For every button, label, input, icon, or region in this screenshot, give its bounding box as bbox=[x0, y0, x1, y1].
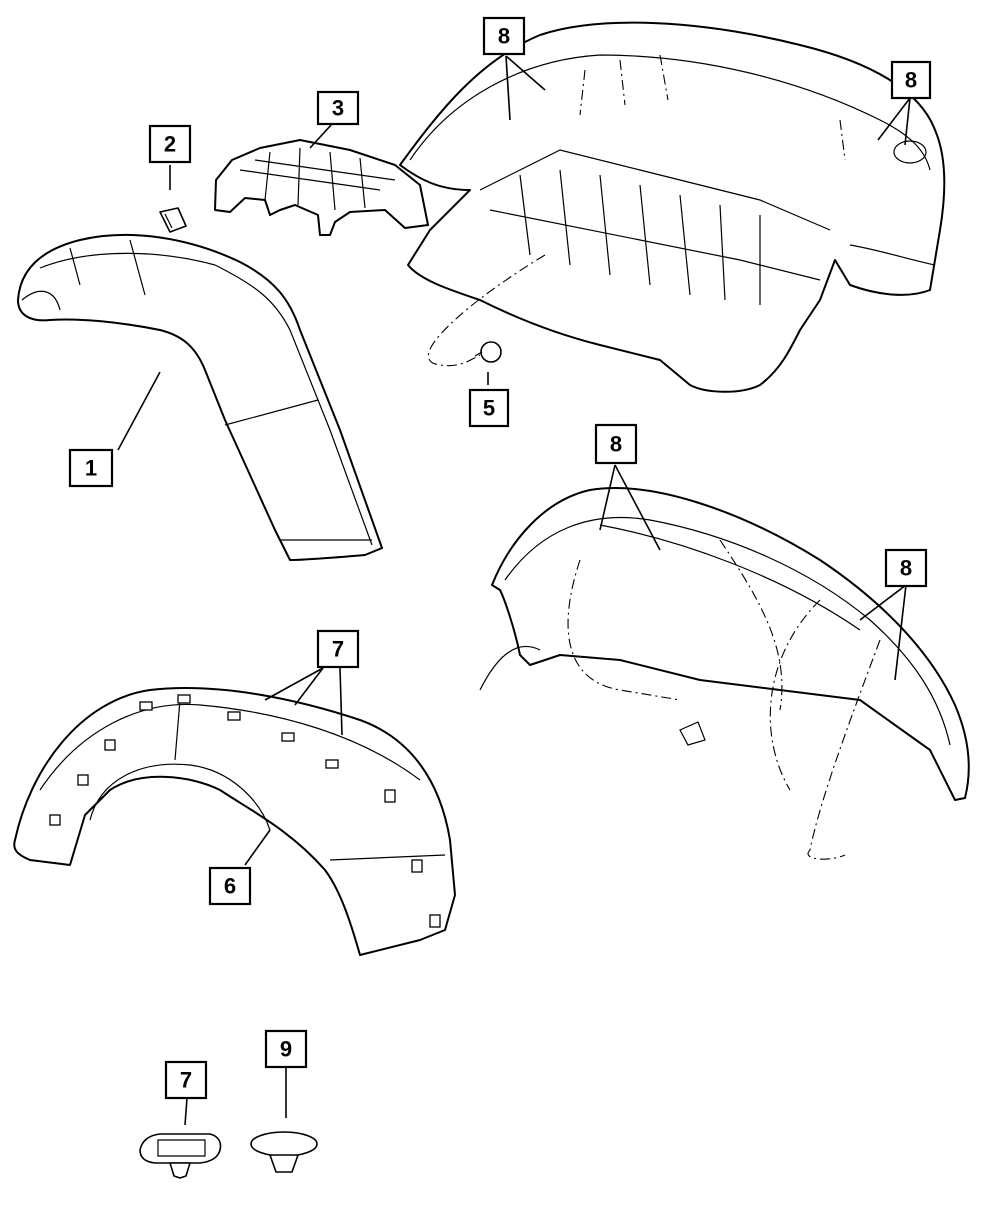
callout-5-label: 5 bbox=[483, 396, 495, 421]
callout-7-top: 7 bbox=[316, 629, 360, 669]
callout-9-label: 9 bbox=[280, 1037, 292, 1062]
callout-6-label: 6 bbox=[224, 874, 236, 899]
callout-1: 1 bbox=[68, 448, 114, 488]
callout-8-front-left: 8 bbox=[482, 16, 526, 56]
callout-2: 2 bbox=[148, 124, 192, 164]
callout-1-label: 1 bbox=[85, 456, 97, 481]
callout-8-front-right: 8 bbox=[890, 60, 932, 100]
callout-8-rear-right: 8 bbox=[884, 548, 928, 588]
part-1-fender-flare bbox=[17, 233, 383, 561]
callout-7-top-label: 7 bbox=[332, 637, 344, 662]
callout-5: 5 bbox=[468, 388, 510, 428]
callout-8-front-right-label: 8 bbox=[905, 68, 917, 93]
callout-8-front-left-label: 8 bbox=[498, 24, 510, 49]
callout-7-bottom-label: 7 bbox=[180, 1068, 192, 1093]
callout-8-rear-left-label: 8 bbox=[610, 432, 622, 457]
callout-6: 6 bbox=[208, 866, 252, 906]
part-5-push-pin bbox=[474, 341, 502, 363]
callout-7-bottom: 7 bbox=[164, 1060, 208, 1100]
part-9-grommet bbox=[250, 1131, 318, 1173]
leader-lines bbox=[117, 55, 911, 1126]
callout-2-label: 2 bbox=[164, 132, 176, 157]
part-6-rear-flare bbox=[13, 687, 456, 956]
callout-8-rear-left: 8 bbox=[594, 423, 638, 465]
part-7-clip bbox=[139, 1133, 222, 1179]
callout-3-label: 3 bbox=[332, 96, 344, 121]
front-fascia-assembly bbox=[399, 21, 946, 393]
part-2-clip bbox=[159, 207, 187, 233]
part-3-bracket bbox=[214, 139, 429, 236]
callout-3: 3 bbox=[316, 90, 360, 126]
callout-9: 9 bbox=[264, 1029, 308, 1069]
callout-8-rear-right-label: 8 bbox=[900, 556, 912, 581]
